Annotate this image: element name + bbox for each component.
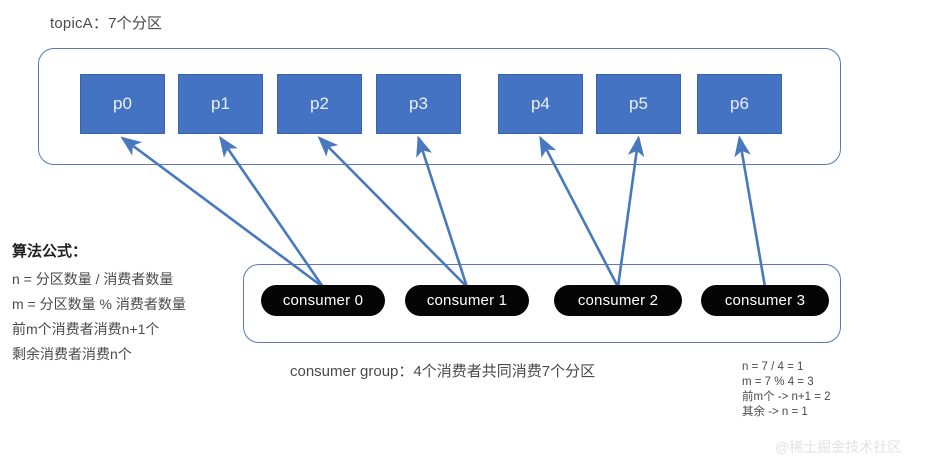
partition-box-p3: p3 xyxy=(376,74,461,134)
partition-box-p0: p0 xyxy=(80,74,165,134)
calculation-line: n = 7 / 4 = 1 xyxy=(742,361,804,373)
consumer-pill-0: consumer 0 xyxy=(261,285,385,316)
formula-line: 剩余消费者消费n个 xyxy=(12,346,132,362)
formula-heading: 算法公式： xyxy=(12,243,88,260)
consumer-pill-3: consumer 3 xyxy=(701,285,829,316)
partition-box-p4: p4 xyxy=(498,74,583,134)
calculation-line: 其余 -> n = 1 xyxy=(742,406,808,418)
calculation-line: 前m个 -> n+1 = 2 xyxy=(742,391,831,403)
partition-box-p1: p1 xyxy=(178,74,263,134)
watermark: @稀土掘金技术社区 xyxy=(775,439,902,455)
topic-title: topicA：7个分区 xyxy=(50,15,163,32)
partition-box-p5: p5 xyxy=(596,74,681,134)
partition-box-p6: p6 xyxy=(697,74,782,134)
calculation-line: m = 7 % 4 = 3 xyxy=(742,376,814,388)
partition-box-p2: p2 xyxy=(277,74,362,134)
formula-line: m = 分区数量 % 消费者数量 xyxy=(12,296,186,312)
formula-line: 前m个消费者消费n+1个 xyxy=(12,321,160,337)
formula-line: n = 分区数量 / 消费者数量 xyxy=(12,271,174,287)
algorithm-formula-block: 算法公式： n = 分区数量 / 消费者数量 m = 分区数量 % 消费者数量 … xyxy=(12,240,237,367)
calculation-block: n = 7 / 4 = 1 m = 7 % 4 = 3 前m个 -> n+1 =… xyxy=(742,360,831,420)
consumer-group-caption: consumer group：4个消费者共同消费7个分区 xyxy=(290,363,596,380)
consumer-pill-1: consumer 1 xyxy=(405,285,529,316)
consumer-pill-2: consumer 2 xyxy=(554,285,682,316)
